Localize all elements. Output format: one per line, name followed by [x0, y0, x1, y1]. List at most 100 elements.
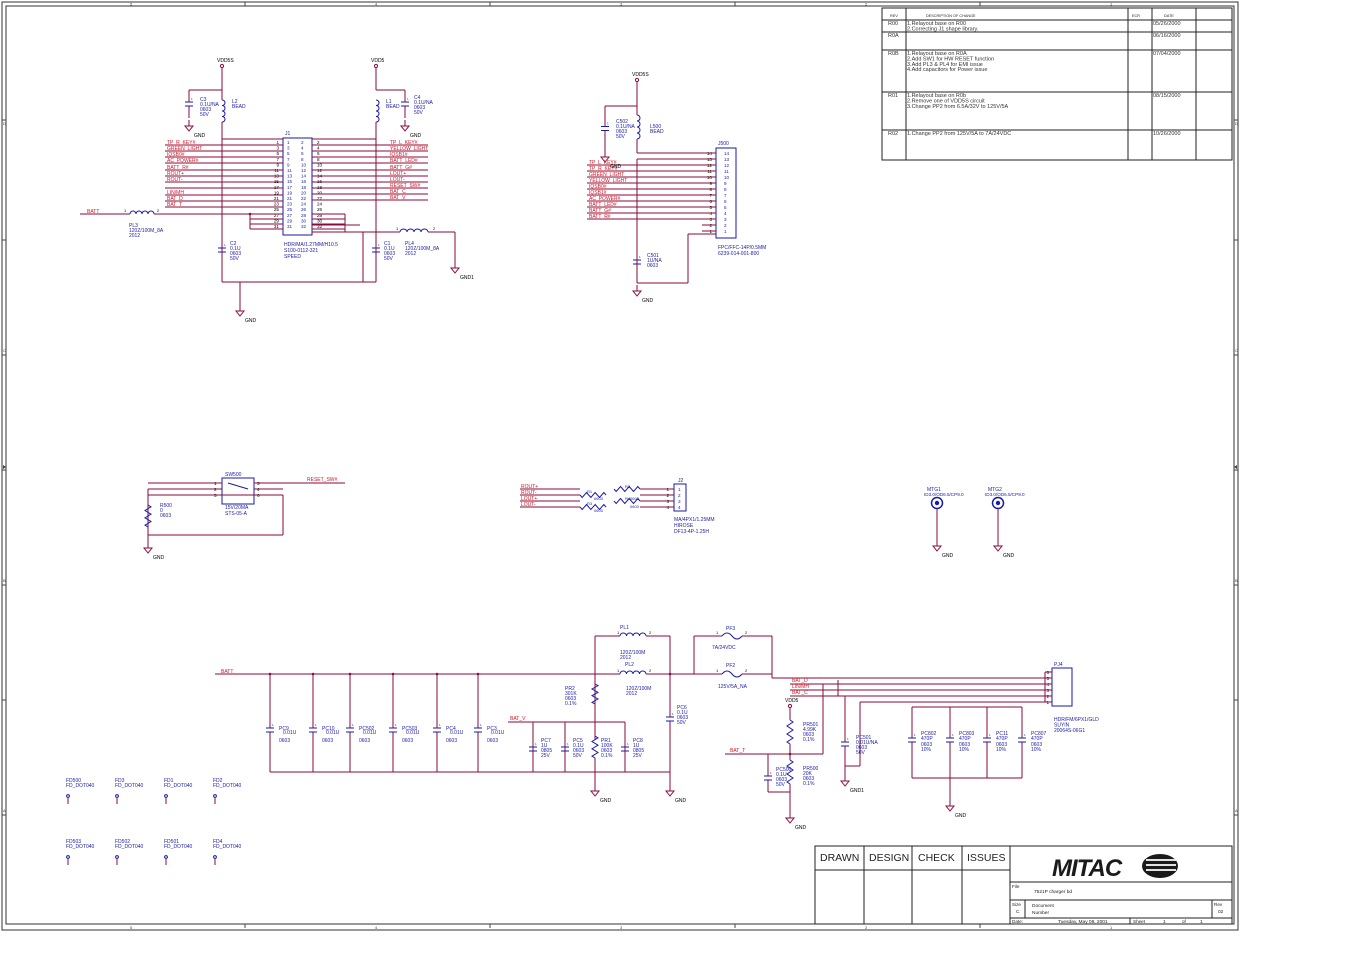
ground-icon — [142, 547, 154, 554]
pin-number: 24 — [301, 202, 307, 207]
pin-number: 1 — [272, 723, 274, 727]
filter-capacitor-package: 0603 — [1031, 742, 1042, 748]
pin-number: 32 — [317, 224, 323, 229]
pin-number: 1 — [639, 255, 641, 259]
c502-label: 50V — [616, 134, 626, 140]
net-label: GREEN_LIGHT — [589, 172, 624, 178]
net-label: TP_L_KEY# — [589, 160, 617, 166]
r3-resistor-icon — [579, 503, 607, 511]
filter-capacitor-value: 470P — [959, 736, 971, 742]
r500-label: R500 — [160, 503, 172, 509]
pl4-label: 120Z/100M_8A — [405, 246, 440, 252]
bypass-capacitor-package: 0603 — [487, 738, 498, 744]
pr500-label: 20K — [803, 771, 813, 777]
junction-dot — [788, 752, 792, 756]
sw500-switch-body — [221, 477, 255, 505]
revision-date: 06/16/2000 — [1153, 33, 1181, 39]
j1-connector-body — [282, 137, 313, 236]
pin-number: 4 — [666, 505, 669, 510]
fiducial-icon — [66, 855, 70, 859]
net-label: BATT_G# — [589, 208, 611, 214]
bypass-capacitor-ref: PC502 — [359, 726, 375, 732]
ground-icon — [631, 290, 643, 297]
net-label: BATT_LED# — [390, 158, 418, 164]
border-zone-mark: 4 — [375, 925, 378, 930]
pc6-label: 0.1U — [677, 710, 688, 716]
pin-number: 26 — [317, 207, 323, 212]
pin-number: 1 — [378, 243, 380, 247]
pr2-label: PR2 — [565, 686, 575, 692]
revision-code: R02 — [888, 131, 898, 137]
pin-number: 2 — [666, 493, 669, 498]
ground-label: GND — [1003, 553, 1015, 559]
net-label: LOUT+ — [390, 171, 406, 177]
revision-description: 1.Relayout base on R00 — [907, 21, 966, 27]
j500-description: 6239-014-001-800 — [718, 251, 759, 257]
pc6-label: 0603 — [677, 715, 688, 721]
mtg-description: ID3.0/OD6.5/CP9.0 — [924, 492, 964, 497]
fiducial-value: FD_DOT040 — [115, 844, 144, 850]
fiducial-icon — [213, 794, 217, 798]
bypass-capacitor-ref: PC503 — [402, 726, 418, 732]
ground-icon — [839, 780, 851, 787]
power-net-label: VDD5 — [785, 698, 799, 704]
revision-date: 08/15/2000 — [1153, 93, 1181, 99]
pin-number: 4 — [724, 211, 727, 216]
l1-label: BEAD — [386, 104, 400, 110]
c3-label: 0603 — [200, 107, 211, 113]
border-zone-mark: 1 — [1110, 925, 1113, 930]
c2-label: C2 — [230, 241, 237, 247]
filter-capacitor-ref: PC802 — [921, 731, 937, 737]
fiducial-ref: FD4 — [213, 839, 223, 845]
ground-label: GND — [955, 813, 967, 819]
net-label: IQSB0# — [589, 184, 607, 190]
pin-number: 14 — [301, 174, 307, 179]
pf3-label: 7A/24VDC — [712, 645, 736, 651]
fiducial-ref: FD502 — [115, 839, 130, 845]
pj4-connector-body — [1051, 667, 1073, 707]
pin-number: 23 — [274, 202, 280, 207]
pin-number: 9 — [724, 181, 727, 186]
bypass-capacitor-ref: PC4 — [446, 726, 456, 732]
revision-description: 3.Change PP2 from 6.5A/32V to 125V/5A — [907, 104, 1009, 110]
r3-label: R3 — [587, 501, 593, 506]
bypass-capacitor-package: 0603 — [322, 738, 333, 744]
signoff-box-label: DESIGN — [869, 852, 909, 864]
pc500-label: 0.1U — [776, 772, 787, 778]
revision-code: R00 — [888, 21, 898, 27]
pin-number: 1 — [672, 712, 674, 716]
border-zone-mark: C — [3, 348, 6, 353]
c2-label: 0603 — [230, 251, 241, 257]
revision-description: 4.Add capacitors for Power issue — [907, 67, 987, 73]
ground-icon — [449, 267, 461, 274]
bypass-capacitor-package: 0603 — [446, 738, 457, 744]
net-label: TP_R_KEY# — [589, 166, 618, 172]
pr1-label: 0603 — [601, 748, 612, 754]
pin-number: 19 — [274, 190, 280, 195]
r4-label: R4 — [625, 496, 631, 501]
bypass-capacitor-ref: PC9 — [279, 726, 289, 732]
pin-number: 15 — [287, 179, 293, 184]
border-arrow-icon — [1234, 465, 1237, 469]
j2-connector-body — [673, 483, 687, 512]
revision-description: 2.Add SW1 for HW RESET function — [907, 56, 994, 62]
pin-number: 21 — [274, 196, 280, 201]
pl1-label: 120Z/100M — [620, 650, 645, 656]
j2-description: DF13-4P-1.25H — [674, 529, 709, 535]
pl2-label: 120Z/100M — [626, 686, 651, 692]
pr501-label: PR501 — [803, 722, 819, 728]
net-label: TP_R_KEY# — [167, 140, 196, 146]
sw500-description: STS-05-A — [225, 511, 248, 517]
border-zone-mark: B — [3, 578, 6, 583]
pl1-label: PL1 — [620, 625, 629, 631]
net-label: TP_L_KEY# — [390, 140, 418, 146]
pin-number: 10 — [724, 175, 730, 180]
revision-code: R01 — [888, 93, 898, 99]
c502-label: 0603 — [616, 129, 627, 135]
pin-number: 28 — [317, 213, 323, 218]
net-label: AC_POWER# — [167, 158, 199, 164]
ground-icon — [589, 790, 601, 797]
pin-number: 7 — [287, 157, 290, 162]
pin-number: 2 — [678, 493, 681, 498]
revision-description: 1.Relayout base on R0A — [907, 51, 967, 57]
